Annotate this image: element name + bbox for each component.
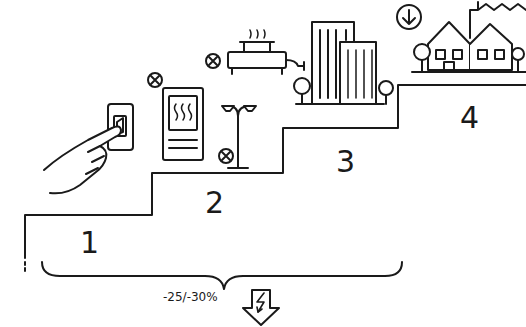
- stove-icon-part: [228, 52, 286, 68]
- streetlight-icon: [219, 106, 256, 168]
- heater-icon-part: [151, 76, 159, 84]
- staircase-part: [24, 262, 26, 272]
- houses-icon-part: [428, 22, 470, 70]
- stove-icon-part: [250, 30, 265, 38]
- stove-icon-part: [209, 57, 217, 65]
- building-icon-part: [296, 94, 384, 104]
- step-number: 1: [80, 228, 99, 258]
- houses-icon-part: [470, 24, 512, 70]
- building-icon-part: [320, 30, 346, 98]
- hand-switch-icon-part: [86, 146, 104, 174]
- houses-icon-part: [478, 50, 487, 59]
- houses-icon-part: [517, 60, 519, 72]
- houses-icon-part: [444, 62, 454, 70]
- building-icon-part: [397, 5, 421, 29]
- percentage-note: -25/-30%: [163, 291, 218, 303]
- heater-icon-part: [169, 96, 197, 130]
- hand-switch-icon-part: [44, 126, 121, 193]
- stove-icon-part: [206, 54, 220, 68]
- houses-icon: [412, 2, 526, 72]
- building-icon-part: [348, 50, 372, 98]
- houses-icon-part: [436, 50, 445, 59]
- streetlight-icon-part: [219, 149, 233, 163]
- heater-icon: [148, 73, 203, 160]
- energy-down-arrow-part: [243, 290, 279, 325]
- building-icon: [294, 5, 421, 104]
- brace-part: [42, 262, 402, 289]
- houses-icon-part: [495, 50, 504, 59]
- building-icon-part: [403, 10, 415, 24]
- streetlight-icon-part: [222, 152, 230, 160]
- heater-icon-part: [175, 104, 192, 120]
- step-number: 3: [336, 147, 355, 177]
- step-number: 4: [460, 103, 479, 133]
- stove-icon-part: [240, 42, 274, 52]
- building-icon-part: [379, 81, 393, 95]
- streetlight-icon-part: [222, 106, 256, 111]
- building-icon-part: [385, 95, 387, 104]
- building-icon-part: [294, 78, 310, 94]
- hand-switch-icon: [44, 104, 133, 193]
- staircase-part: [25, 85, 526, 258]
- energy-down-arrow-part: [257, 293, 264, 312]
- houses-icon-part: [512, 48, 524, 60]
- step-number: 2: [205, 188, 224, 218]
- heater-icon-part: [148, 73, 162, 87]
- stove-icon-part: [286, 60, 304, 70]
- heater-icon-part: [169, 140, 197, 148]
- houses-icon-part: [412, 60, 526, 72]
- heater-icon-part: [163, 88, 203, 160]
- stove-icon: [206, 30, 304, 74]
- energy-down-arrow: [243, 290, 279, 325]
- stove-icon-part: [232, 68, 282, 74]
- staircase: [25, 85, 526, 272]
- brace: [42, 262, 402, 289]
- houses-icon-part: [414, 44, 430, 60]
- houses-icon-part: [453, 50, 462, 59]
- building-icon-part: [340, 42, 376, 104]
- energy-down-arrow-part: [257, 307, 262, 312]
